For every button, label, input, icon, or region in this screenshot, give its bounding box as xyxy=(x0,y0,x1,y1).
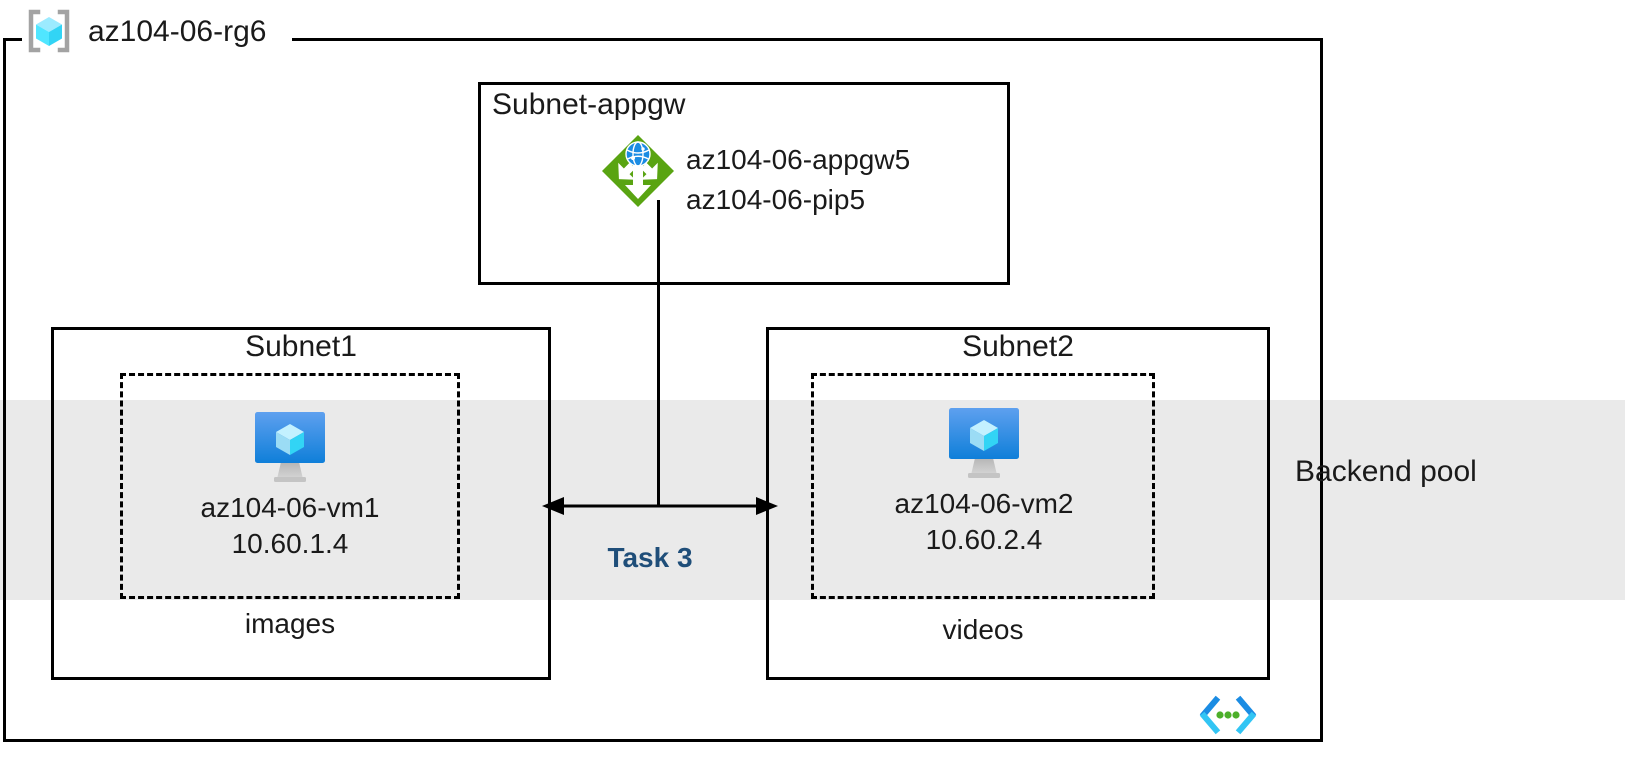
task3-label: Task 3 xyxy=(607,542,693,573)
vm1-name: az104-06-vm1 xyxy=(200,492,380,523)
virtual-network-icon xyxy=(1196,694,1260,743)
vm2-name: az104-06-vm2 xyxy=(894,488,1074,519)
vm2-ip: 10.60.2.4 xyxy=(925,524,1043,555)
virtual-machine-icon xyxy=(168,402,412,486)
subnet2-endpoint-label: videos xyxy=(942,614,1024,645)
subnet-appgw-title: Subnet-appgw xyxy=(492,88,686,121)
appgw-connector-line xyxy=(657,200,660,507)
backend-pool-label: Backend pool xyxy=(1295,455,1477,488)
application-gateway-icon xyxy=(600,133,676,214)
vm1-group: az104-06-vm1 10.60.1.4 xyxy=(168,402,412,562)
appgw-name: az104-06-appgw5 xyxy=(686,144,911,175)
resource-group-box xyxy=(3,38,1323,742)
pip-name: az104-06-pip5 xyxy=(686,184,866,215)
subnet1-title: Subnet1 xyxy=(245,330,357,363)
subnet2-title: Subnet2 xyxy=(962,330,1074,363)
subnet1-nic-box xyxy=(120,373,460,599)
vm2-group: az104-06-vm2 10.60.2.4 xyxy=(862,398,1106,558)
subnet1-endpoint-label: images xyxy=(244,608,336,639)
virtual-machine-icon xyxy=(862,398,1106,482)
resource-group-cube-icon xyxy=(24,6,74,56)
appgw-resource-labels: az104-06-appgw5 az104-06-pip5 xyxy=(686,140,910,220)
vm1-ip: 10.60.1.4 xyxy=(231,528,349,559)
subnet2-nic-box xyxy=(811,373,1155,599)
resource-group-name: az104-06-rg6 xyxy=(88,15,267,48)
task3-connector-arrow xyxy=(540,488,780,529)
subnet-appgw-box xyxy=(478,82,1010,285)
